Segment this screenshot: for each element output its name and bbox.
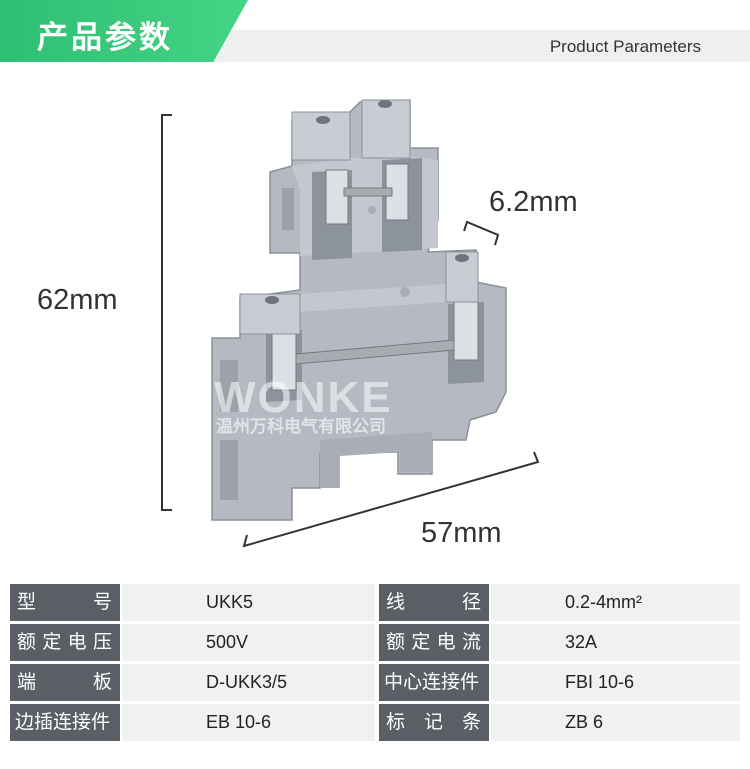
watermark-company: 温州万科电气有限公司 [216, 416, 386, 437]
page-subtitle: Product Parameters [549, 37, 701, 56]
param-value: ZB 6 [491, 704, 740, 741]
height-dimension-label: 62mm [37, 284, 118, 316]
param-label: 额定电流 [379, 624, 489, 661]
param-label: 标记条 [379, 704, 489, 741]
header-bar: 产品参数 Product Parameters [0, 0, 750, 62]
param-label: 边插连接件 [10, 704, 120, 741]
table-row: 边插连接件 EB 10-6 标记条 ZB 6 [10, 704, 740, 741]
param-value: EB 10-6 [122, 704, 375, 741]
table-row: 端板 D-UKK3/5 中心连接件 FBI 10-6 [10, 664, 740, 701]
param-value: FBI 10-6 [491, 664, 740, 701]
param-label: 线径 [379, 584, 489, 621]
param-label: 额定电压 [10, 624, 120, 661]
param-label: 中心连接件 [379, 664, 489, 701]
header-grey-strip [210, 30, 750, 62]
param-label: 型号 [10, 584, 120, 621]
height-dimension-line [161, 114, 172, 511]
param-value: 32A [491, 624, 740, 661]
product-illustration-area: WONKE 温州万科电气有限公司 62mm 6.2mm 57mm [0, 62, 750, 582]
terminal-block-drawing: WONKE 温州万科电气有限公司 [161, 99, 540, 548]
page-title: 产品参数 [37, 20, 173, 56]
header-green-tab [0, 0, 248, 62]
table-row: 型号 UKK5 线径 0.2-4mm² [10, 584, 740, 621]
terminal-block-body [211, 99, 507, 521]
param-value: D-UKK3/5 [122, 664, 375, 701]
length-dimension-line [242, 451, 540, 548]
table-row: 额定电压 500V 额定电流 32A [10, 624, 740, 661]
dimension-lines [161, 114, 540, 548]
width-dimension-line [463, 220, 500, 246]
param-value: 500V [122, 624, 375, 661]
param-value: 0.2-4mm² [491, 584, 740, 621]
param-label: 端板 [10, 664, 120, 701]
param-value: UKK5 [122, 584, 375, 621]
length-dimension-label: 57mm [421, 517, 502, 549]
watermark-brand: WONKE [214, 373, 393, 422]
width-dimension-label: 6.2mm [489, 186, 578, 218]
